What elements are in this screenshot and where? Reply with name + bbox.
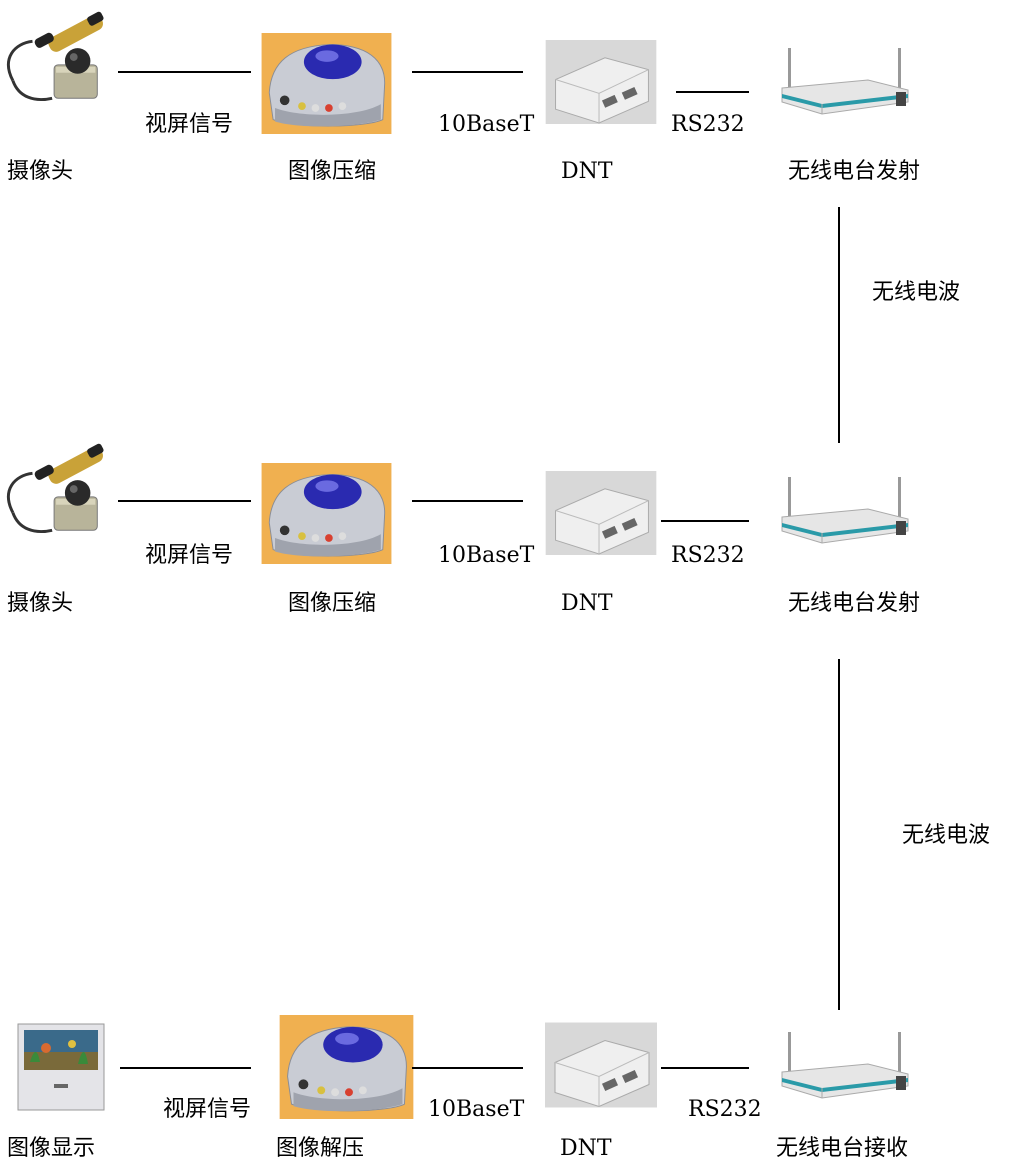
decompression-device-icon: [279, 1015, 414, 1119]
camera-icon: [5, 436, 113, 544]
monitor-display-icon: [16, 1022, 106, 1112]
compression-device-icon: [259, 463, 394, 564]
radio-wave-label: 无线电波: [872, 280, 961, 305]
radio-wave-label: 无线电波: [902, 823, 991, 848]
link-label-serial: RS232: [671, 112, 745, 137]
radio-wave-link: [838, 207, 840, 443]
radio-transmitter-icon: [778, 46, 913, 121]
node-label-radio-receive: 无线电台接收: [776, 1136, 909, 1161]
connector-line: [412, 71, 523, 73]
node-label-radio-transmit: 无线电台发射: [788, 159, 921, 184]
node-label-camera: 摄像头: [7, 159, 74, 184]
connector-line: [676, 91, 749, 93]
node-label-compression: 图像压缩: [288, 159, 377, 184]
connector-line: [661, 1067, 749, 1069]
radio-wave-link: [838, 659, 840, 1010]
node-label-camera: 摄像头: [7, 591, 74, 616]
link-label-serial: RS232: [688, 1097, 762, 1122]
camera-icon: [5, 4, 113, 112]
node-label-dnt: DNT: [561, 159, 613, 184]
dnt-device-icon: [545, 1022, 657, 1108]
node-label-display: 图像显示: [7, 1136, 96, 1161]
node-label-radio-transmit: 无线电台发射: [788, 591, 921, 616]
connector-line: [412, 1067, 523, 1069]
link-label-ethernet: 10BaseT: [428, 1097, 525, 1122]
link-label-ethernet: 10BaseT: [438, 543, 535, 568]
link-label-video: 视屏信号: [145, 112, 234, 137]
connector-line: [120, 1067, 251, 1069]
connector-line: [412, 500, 523, 502]
radio-transmitter-icon: [778, 475, 913, 550]
node-label-dnt: DNT: [560, 1136, 612, 1161]
link-label-serial: RS232: [671, 543, 745, 568]
connector-line: [118, 500, 251, 502]
connector-line: [661, 520, 749, 522]
node-label-decompression: 图像解压: [276, 1136, 365, 1161]
link-label-ethernet: 10BaseT: [438, 112, 535, 137]
link-label-video: 视屏信号: [145, 543, 234, 568]
node-label-compression: 图像压缩: [288, 591, 377, 616]
radio-receiver-icon: [778, 1030, 913, 1105]
compression-device-icon: [259, 33, 394, 134]
node-label-dnt: DNT: [561, 591, 613, 616]
dnt-device-icon: [545, 40, 657, 124]
dnt-device-icon: [545, 471, 657, 555]
link-label-video: 视屏信号: [163, 1097, 252, 1122]
connector-line: [118, 71, 251, 73]
